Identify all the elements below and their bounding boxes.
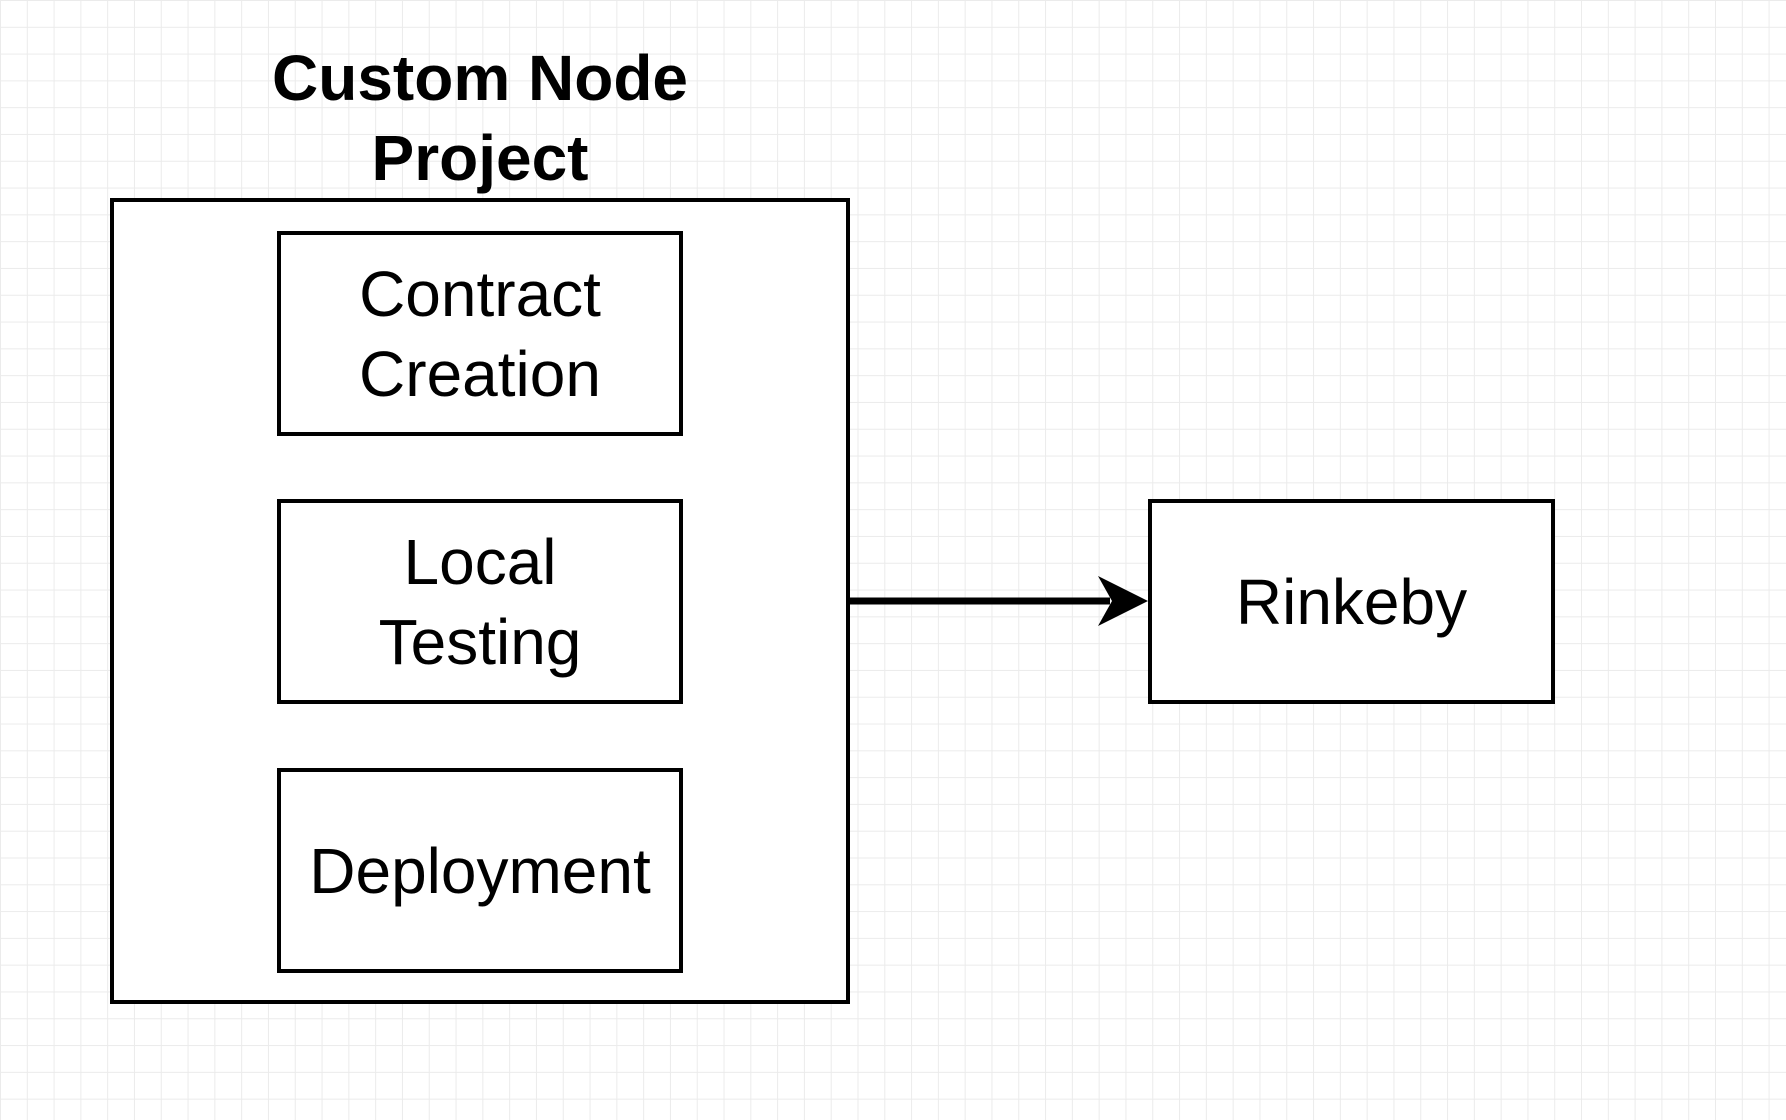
group-title: Custom Node Project [272, 42, 688, 194]
target-label-rinkeby: Rinkeby [1235, 565, 1468, 638]
arrowhead-icon [1098, 576, 1148, 626]
step-label-deployment: Deployment [309, 834, 651, 907]
step-box-contract-creation: Contract Creation [277, 231, 683, 436]
step-box-local-testing: Local Testing [277, 499, 683, 704]
step-label-local-testing: Local Testing [378, 525, 582, 678]
step-label-contract-creation: Contract Creation [359, 257, 601, 410]
target-box-rinkeby: Rinkeby [1148, 499, 1555, 704]
step-box-deployment: Deployment [277, 768, 683, 973]
